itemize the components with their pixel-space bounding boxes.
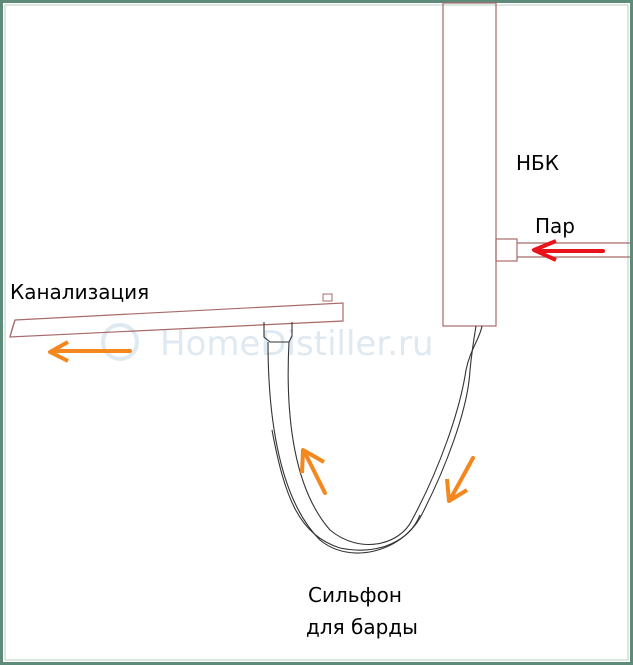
steam-fitting xyxy=(495,238,518,262)
steam-arrow-icon xyxy=(532,239,605,262)
sewer-label: Канализация xyxy=(10,280,149,304)
condenser-body xyxy=(442,2,497,327)
frame-inner-border xyxy=(4,4,629,661)
watermark-text: HomeDistiller.ru xyxy=(160,324,434,364)
return-flow-arrow-icon xyxy=(300,448,327,495)
drain-flow-arrow-icon xyxy=(445,456,475,503)
bellows-hose xyxy=(263,322,483,554)
steam-label: Пар xyxy=(535,214,575,238)
condenser-label: НБК xyxy=(516,151,559,175)
watermark-drop-icon xyxy=(101,323,139,361)
bellows-label-line1: Сильфон xyxy=(308,583,402,607)
watermark: HomeDistiller.ru xyxy=(101,323,434,364)
sewer-flow-arrow-icon xyxy=(48,340,132,363)
bellows-label-line2: для барды xyxy=(306,615,418,639)
sewer-vent xyxy=(322,293,333,302)
sewer-pipe-break xyxy=(9,319,16,338)
